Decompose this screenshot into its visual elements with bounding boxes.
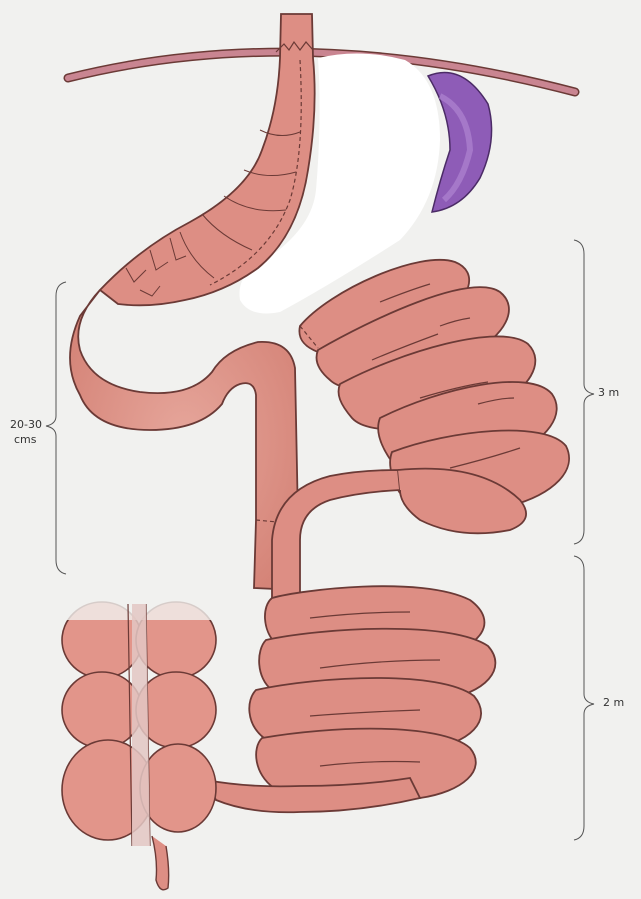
- label-20-30-line2: cms: [14, 434, 37, 446]
- label-2m: 2 m: [603, 697, 624, 709]
- bowel-loops-lower: [206, 586, 495, 812]
- roux-limb: [70, 290, 298, 590]
- label-20-30-line1: 20-30: [10, 419, 42, 431]
- bracket-lower: [574, 556, 594, 840]
- bracket-upper: [574, 240, 594, 544]
- colon: [62, 598, 216, 890]
- label-3m: 3 m: [598, 387, 619, 399]
- bracket-left: [46, 282, 66, 574]
